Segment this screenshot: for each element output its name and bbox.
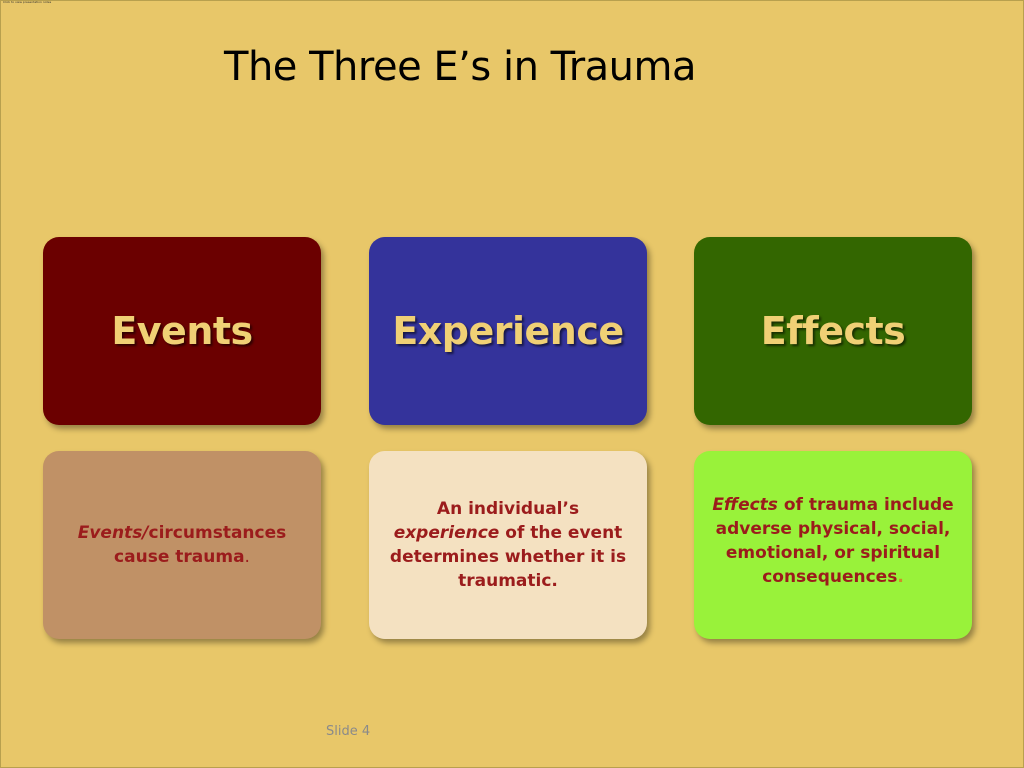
events-heading-label: Events bbox=[111, 309, 253, 353]
events-heading-box: Events bbox=[43, 237, 321, 425]
experience-heading-box: Experience bbox=[369, 237, 647, 425]
experience-description-italic: experience bbox=[393, 523, 500, 543]
effects-description-body: of trauma include adverse physical, soci… bbox=[715, 495, 954, 587]
slide-number: Slide 4 bbox=[326, 724, 371, 739]
experience-description-text: An individual’s experience of the event … bbox=[383, 497, 633, 593]
effects-heading-box: Effects bbox=[694, 237, 972, 425]
experience-description-body: of the event determines whether it is tr… bbox=[389, 523, 627, 591]
events-description-body: circumstances cause trauma bbox=[114, 523, 287, 567]
events-description-italic: Events/ bbox=[77, 523, 149, 543]
presentation-note: Click to view presentation notes bbox=[3, 0, 52, 4]
slide-title: The Three E’s in Trauma bbox=[224, 44, 696, 90]
effects-description-text: Effects of trauma include adverse physic… bbox=[708, 493, 958, 589]
experience-description-lead: An individual’s bbox=[436, 499, 580, 519]
effects-description-period: . bbox=[897, 567, 904, 587]
experience-description-box: An individual’s experience of the event … bbox=[369, 451, 647, 639]
events-description-box: Events/circumstances cause trauma. bbox=[43, 451, 321, 639]
experience-heading-label: Experience bbox=[392, 309, 624, 353]
effects-description-box: Effects of trauma include adverse physic… bbox=[694, 451, 972, 639]
effects-description-italic: Effects bbox=[712, 495, 778, 515]
events-description-period: . bbox=[244, 547, 250, 567]
effects-heading-label: Effects bbox=[760, 309, 906, 353]
events-description-text: Events/circumstances cause trauma. bbox=[57, 521, 307, 569]
